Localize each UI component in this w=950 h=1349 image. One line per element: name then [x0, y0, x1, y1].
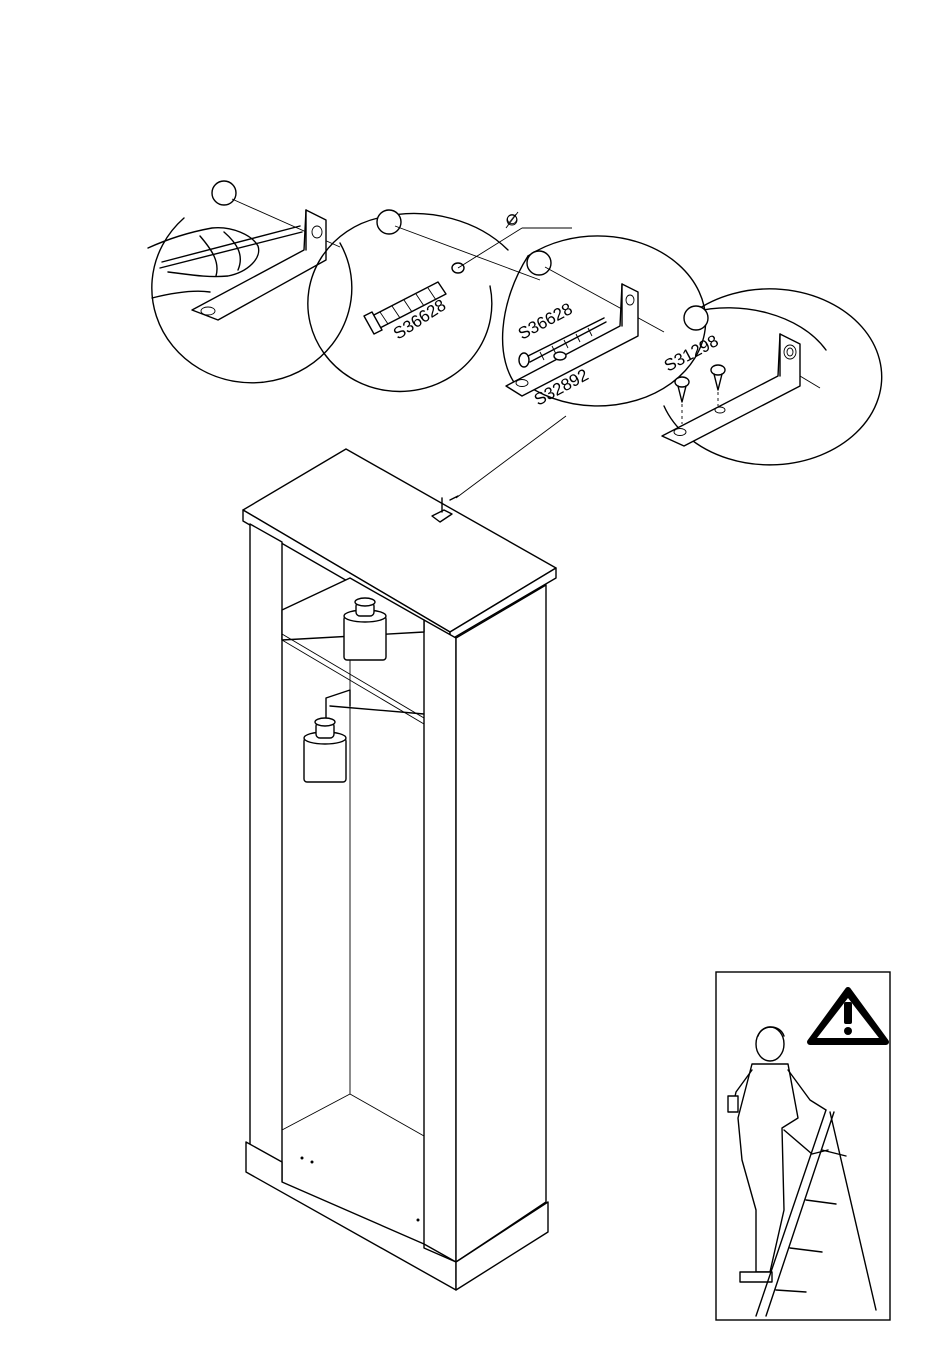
wardrobe: [243, 449, 556, 1290]
step-bubble-1: [212, 181, 236, 205]
safety-warning-panel: [716, 972, 890, 1320]
step-bubble-3: [527, 251, 551, 275]
detail-step-1-marking: [148, 181, 352, 383]
detail-step-2-dowel: S36628: [308, 210, 572, 391]
hand: [148, 228, 259, 277]
detail-step-4-fixing: S31298: [661, 289, 882, 465]
leader-line: [456, 416, 566, 498]
drill-diameter-symbol: ∅: [506, 211, 518, 227]
step-bubble-2: [377, 210, 401, 234]
hanging-weight-icon: [304, 690, 350, 782]
step-bubble-4: [684, 306, 708, 330]
